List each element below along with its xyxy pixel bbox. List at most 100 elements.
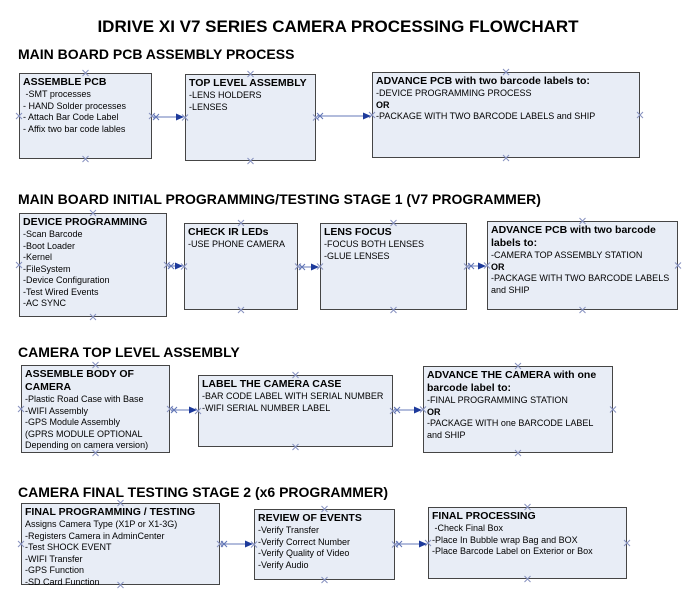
node-text-line: -Check Final Box [432, 523, 504, 533]
node-title: LENS FOCUS [324, 226, 392, 238]
node-text-line: -Verify Correct Number [258, 536, 351, 547]
node-assemble-pcb[interactable]: ASSEMBLE PCB -SMT processes- HAND Solder… [19, 73, 152, 159]
node-text-line: -Kernel [23, 252, 53, 262]
arrowhead-icon [311, 263, 319, 271]
node-top-level-assembly[interactable]: TOP LEVEL ASSEMBLY-LENS HOLDERS-LENSES [185, 74, 316, 161]
node-text-line: -BAR CODE LABEL WITH SERIAL NUMBER [202, 391, 384, 401]
connection-point-icon [395, 540, 403, 548]
node-title: ADVANCE PCB with two barcode [491, 224, 656, 236]
node-text-line: and SHIP [491, 284, 530, 295]
section-heading-initial-programming: MAIN BOARD INITIAL PROGRAMMING/TESTING S… [18, 191, 541, 207]
connection-point-icon [220, 540, 228, 548]
node-text-line: -PACKAGE WITH TWO BARCODE LABELS [491, 273, 670, 283]
connection-point-icon [167, 262, 175, 270]
flow-arrow[interactable] [168, 262, 183, 270]
flow-arrow[interactable] [468, 262, 486, 270]
node-title: CHECK IR LEDs [188, 226, 269, 238]
node-text-line: - HAND Solder processes [23, 100, 127, 111]
node-text-line: -Registers Camera in AdminCenter [25, 530, 165, 541]
flow-arrow[interactable] [396, 540, 427, 548]
connection-point-icon [152, 113, 160, 121]
section-heading-final-testing: CAMERA FINAL TESTING STAGE 2 (x6 PROGRAM… [18, 484, 388, 500]
arrowhead-icon [245, 540, 253, 548]
node-title: DEVICE PROGRAMMING [23, 216, 148, 228]
arrowhead-icon [189, 406, 197, 414]
connection-point-icon [467, 262, 475, 270]
node-text-line: -AC SYNC [23, 298, 67, 308]
node-text-line: OR [427, 406, 441, 417]
node-text-line: -Test Wired Events [23, 286, 99, 297]
node-title: FINAL PROGRAMMING / TESTING [25, 506, 196, 518]
node-text-line: -FileSystem [23, 263, 71, 274]
node-device-programming[interactable]: DEVICE PROGRAMMING-Scan Barcode-Boot Loa… [19, 213, 167, 317]
node-label-the-camera-case[interactable]: LABEL THE CAMERA CASE-BAR CODE LABEL WIT… [198, 375, 393, 447]
node-title: barcode label to: [427, 382, 512, 394]
node-text-line: -SD Card Function [25, 576, 100, 587]
flowchart-title: IDRIVE XI V7 SERIES CAMERA PROCESSING FL… [97, 17, 579, 36]
node-final-processing[interactable]: FINAL PROCESSING -Check Final Box-Place … [428, 507, 627, 579]
flow-arrows[interactable] [152, 112, 486, 548]
node-text-line: Assigns Camera Type (X1P or X1-3G) [25, 519, 178, 529]
node-text-line: -PACKAGE WITH one BARCODE LABEL [427, 418, 594, 428]
node-text-line: -FINAL PROGRAMMING STATION [427, 395, 568, 405]
node-text-line: and SHIP [427, 429, 466, 440]
node-title: CAMERA [25, 381, 72, 393]
flow-arrow[interactable] [394, 406, 422, 414]
node-text-line: -Place In Bubble wrap Bag and BOX [432, 534, 578, 545]
flow-arrow[interactable] [153, 113, 184, 121]
node-text-line: -Boot Loader [23, 240, 76, 251]
node-text-line: -LENS HOLDERS [189, 90, 262, 100]
node-text-line: -SMT processes [23, 89, 91, 99]
node-text-line: OR [376, 99, 390, 110]
node-title: FINAL PROCESSING [432, 510, 536, 522]
flow-arrow[interactable] [171, 406, 197, 414]
node-text-line: -Verify Quality of Video [258, 548, 350, 558]
node-text-line: -WIFI Assembly [25, 405, 89, 416]
node-text-line: -PACKAGE WITH TWO BARCODE LABELS and SHI… [376, 111, 596, 121]
section-heading-pcb-assembly: MAIN BOARD PCB ASSEMBLY PROCESS [18, 46, 295, 62]
arrowhead-icon [363, 112, 371, 120]
node-text-line: -GLUE LENSES [324, 250, 390, 261]
node-title: TOP LEVEL ASSEMBLY [189, 77, 307, 89]
node-review-of-events[interactable]: REVIEW OF EVENTS-Verify Transfer-Verify … [254, 509, 395, 580]
node-text-line: -Place Barcode Label on Exterior or Box [432, 546, 593, 556]
node-text-line: -GPS Function [25, 565, 85, 575]
arrowhead-icon [414, 406, 422, 414]
flow-arrow[interactable] [221, 540, 253, 548]
flow-arrow[interactable] [317, 112, 371, 120]
node-text-line: -USE PHONE CAMERA [188, 239, 286, 249]
node-text-line: -DEVICE PROGRAMMING PROCESS [376, 88, 532, 98]
node-text-line: Depending on camera version) [25, 440, 149, 450]
node-text-line: -Verify Transfer [258, 525, 320, 535]
node-text-line: - Attach Bar Code Label [23, 112, 119, 122]
node-text-line: -Scan Barcode [23, 229, 83, 239]
node-text-line: -LENSES [189, 101, 228, 112]
node-text-line: -Test SHOCK EVENT [25, 542, 112, 552]
arrowhead-icon [176, 113, 184, 121]
node-title: ADVANCE PCB with two barcode labels to: [376, 75, 590, 87]
node-check-ir-leds[interactable]: CHECK IR LEDs-USE PHONE CAMERA [184, 223, 298, 310]
node-text-line: -Device Configuration [23, 275, 110, 285]
node-text-line: -Plastic Road Case with Base [25, 394, 144, 404]
node-text-line: OR [491, 261, 505, 272]
node-text-line: -WIFI Transfer [25, 553, 83, 564]
flow-arrow[interactable] [299, 263, 319, 271]
connection-point-icon [316, 112, 324, 120]
node-text-line: -FOCUS BOTH LENSES [324, 239, 425, 249]
connection-point-icon [298, 263, 306, 271]
arrowhead-icon [175, 262, 183, 270]
node-title: ADVANCE THE CAMERA with one [427, 369, 597, 381]
node-text-line: -Verify Audio [258, 559, 309, 570]
node-title: LABEL THE CAMERA CASE [202, 378, 342, 390]
node-lens-focus[interactable]: LENS FOCUS-FOCUS BOTH LENSES-GLUE LENSES [320, 223, 467, 310]
node-title: labels to: [491, 237, 538, 249]
node-title: ASSEMBLE PCB [23, 76, 107, 88]
node-text-line: -GPS Module Assembly [25, 417, 121, 427]
node-advance-pcb-two-labels[interactable]: ADVANCE PCB with two barcode labels to:-… [372, 72, 640, 158]
node-title: ASSEMBLE BODY OF [25, 368, 134, 380]
